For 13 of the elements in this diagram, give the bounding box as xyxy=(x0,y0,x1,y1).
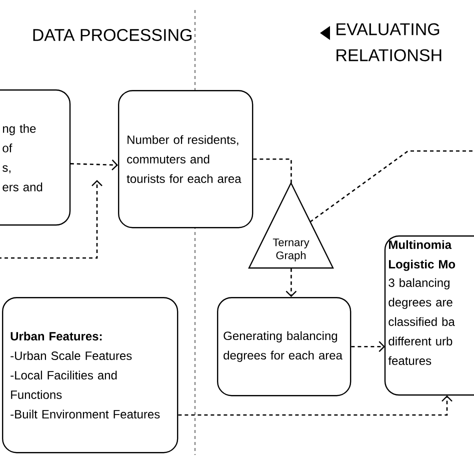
arrow xyxy=(351,341,385,352)
arrow xyxy=(70,160,118,170)
section-heading: DATA PROCESSING xyxy=(33,28,192,42)
process-box: ng the of s, ers and xyxy=(0,89,71,226)
process-box: Number of residents, commuters and tourists for each area xyxy=(118,90,254,228)
arrow xyxy=(286,268,297,297)
arrow xyxy=(253,158,292,183)
process-box: Generating balancing degrees for each area xyxy=(217,297,352,396)
arrow xyxy=(0,180,102,259)
process-box: Urban Features: -Urban Scale Features -Local Facilities and Functions -Built Environment Features xyxy=(2,297,178,454)
process-box: Multinomia Logistic Mo 3 balancing degrees are classified ba different urb features xyxy=(384,235,474,396)
section-heading: EVALUATING RELATIONSH xyxy=(336,23,442,62)
arrow xyxy=(178,395,452,416)
